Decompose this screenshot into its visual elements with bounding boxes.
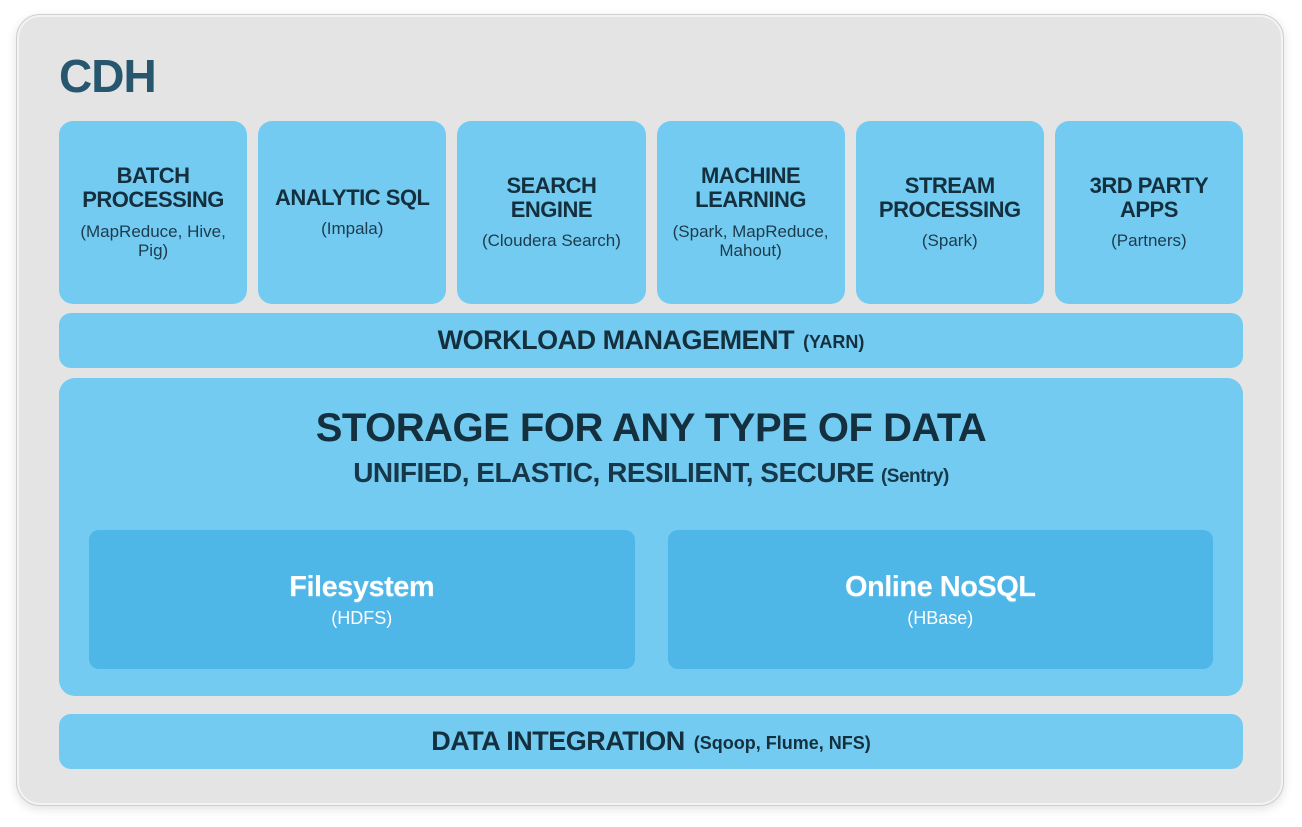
box-subtitle: (Partners) bbox=[1111, 231, 1187, 251]
box-subtitle: (MapReduce, Hive, Pig) bbox=[80, 221, 226, 261]
store-box-subtitle: (HDFS) bbox=[331, 607, 393, 628]
storage-title: STORAGE FOR ANY TYPE OF DATA bbox=[315, 406, 987, 450]
workload-management-bar: WORKLOAD MANAGEMENT (YARN) bbox=[59, 313, 1243, 368]
storage-section: STORAGE FOR ANY TYPE OF DATA UNIFIED, EL… bbox=[59, 378, 1243, 696]
storage-subtitle-sub: (Sentry) bbox=[880, 466, 949, 487]
box-title: MACHINE LEARNING bbox=[695, 163, 807, 213]
box-3rd-party-apps: 3RD PARTY APPS (Partners) bbox=[1054, 121, 1243, 304]
box-title: STREAM PROCESSING bbox=[878, 173, 1021, 223]
box-subtitle: (Cloudera Search) bbox=[481, 231, 621, 251]
box-search-engine: SEARCH ENGINE (Cloudera Search) bbox=[457, 121, 646, 304]
box-title: BATCH PROCESSING bbox=[82, 163, 224, 213]
box-filesystem-hdfs: Filesystem (HDFS) bbox=[89, 530, 635, 669]
box-title: ANALYTIC SQL bbox=[274, 185, 430, 211]
storage-children-row: Filesystem (HDFS) Online NoSQL (HBase) bbox=[89, 530, 1213, 669]
store-box-title: Filesystem bbox=[289, 570, 435, 603]
storage-subtitle-text: UNIFIED, ELASTIC, RESILIENT, SECURE bbox=[353, 457, 874, 488]
box-subtitle: (Impala) bbox=[321, 219, 384, 239]
data-integration-label: DATA INTEGRATION bbox=[431, 726, 685, 756]
diagram-title: CDH bbox=[59, 50, 157, 102]
data-integration-bar: DATA INTEGRATION (Sqoop, Flume, NFS) bbox=[59, 714, 1243, 769]
box-machine-learning: MACHINE LEARNING (Spark, MapReduce, Maho… bbox=[656, 121, 845, 304]
storage-subtitle: UNIFIED, ELASTIC, RESILIENT, SECURE (Sent… bbox=[59, 457, 1243, 489]
data-integration-sub: (Sqoop, Flume, NFS) bbox=[693, 733, 871, 753]
workload-management-sub: (YARN) bbox=[803, 332, 865, 352]
store-box-title: Online NoSQL bbox=[844, 570, 1036, 603]
workload-management-label: WORKLOAD MANAGEMENT bbox=[437, 325, 795, 355]
application-boxes-row: BATCH PROCESSING (MapReduce, Hive, Pig) … bbox=[59, 121, 1243, 304]
box-batch-processing: BATCH PROCESSING (MapReduce, Hive, Pig) bbox=[59, 121, 248, 304]
box-title: SEARCH ENGINE bbox=[506, 173, 597, 223]
box-stream-processing: STREAM PROCESSING (Spark) bbox=[855, 121, 1044, 304]
box-subtitle: (Spark, MapReduce, Mahout) bbox=[672, 221, 829, 261]
box-title: 3RD PARTY APPS bbox=[1089, 173, 1209, 223]
box-online-nosql-hbase: Online NoSQL (HBase) bbox=[667, 530, 1213, 669]
box-subtitle: (Spark) bbox=[921, 231, 978, 251]
store-box-subtitle: (HBase) bbox=[907, 607, 974, 628]
box-analytic-sql: ANALYTIC SQL (Impala) bbox=[258, 121, 447, 304]
cdh-diagram-panel: CDH BATCH PROCESSING (MapReduce, Hive, P… bbox=[16, 14, 1284, 806]
